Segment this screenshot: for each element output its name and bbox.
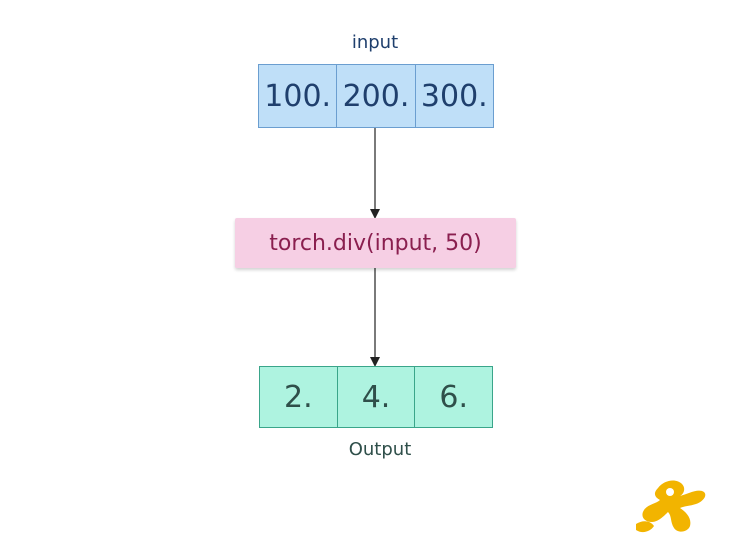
input-cell: 300. <box>420 78 488 114</box>
operation-box: torch.div(input, 50) <box>235 218 516 268</box>
output-cell: 6. <box>439 379 468 415</box>
output-cell: 4. <box>338 367 416 427</box>
input-label: input <box>351 32 399 53</box>
output-label: Output <box>348 439 412 460</box>
output-cell: 2. <box>260 367 338 427</box>
input-array: 100. 200. 300. <box>258 64 494 128</box>
input-cell: 100. <box>259 65 338 127</box>
yellow-mascot-logo-icon <box>636 480 706 533</box>
output-array: 2. 4. 6. <box>259 366 493 428</box>
input-cell: 200. <box>337 65 416 127</box>
